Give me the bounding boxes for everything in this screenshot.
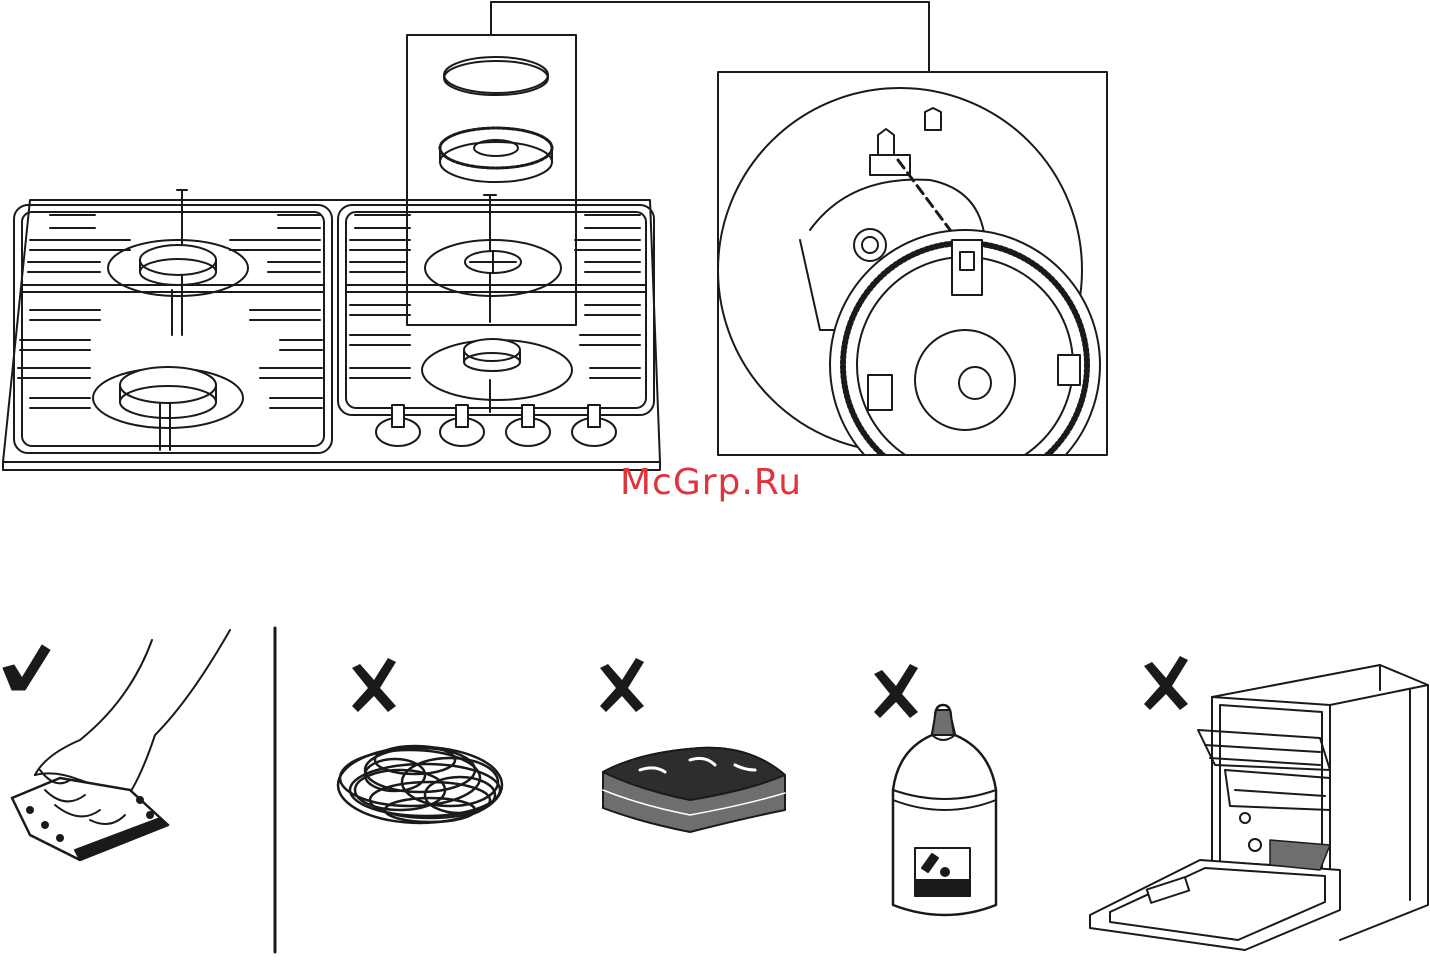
steel-wool-icon xyxy=(338,746,502,823)
watermark-text: McGrp.Ru xyxy=(620,462,802,503)
callout-connector xyxy=(491,2,929,72)
cross-mark-icon xyxy=(1144,656,1188,710)
dishwasher-icon xyxy=(1090,665,1428,950)
check-mark-icon xyxy=(3,645,50,690)
sponge-hand-icon xyxy=(12,630,230,860)
cross-mark-icon xyxy=(352,658,396,712)
gas-hob-icon xyxy=(3,190,660,470)
abrasive-sponge-icon xyxy=(603,748,785,832)
chemical-bottle-icon xyxy=(893,705,996,915)
burner-alignment-icon xyxy=(718,72,1107,500)
cross-mark-icon xyxy=(874,664,918,718)
cross-mark-icon xyxy=(600,658,644,712)
